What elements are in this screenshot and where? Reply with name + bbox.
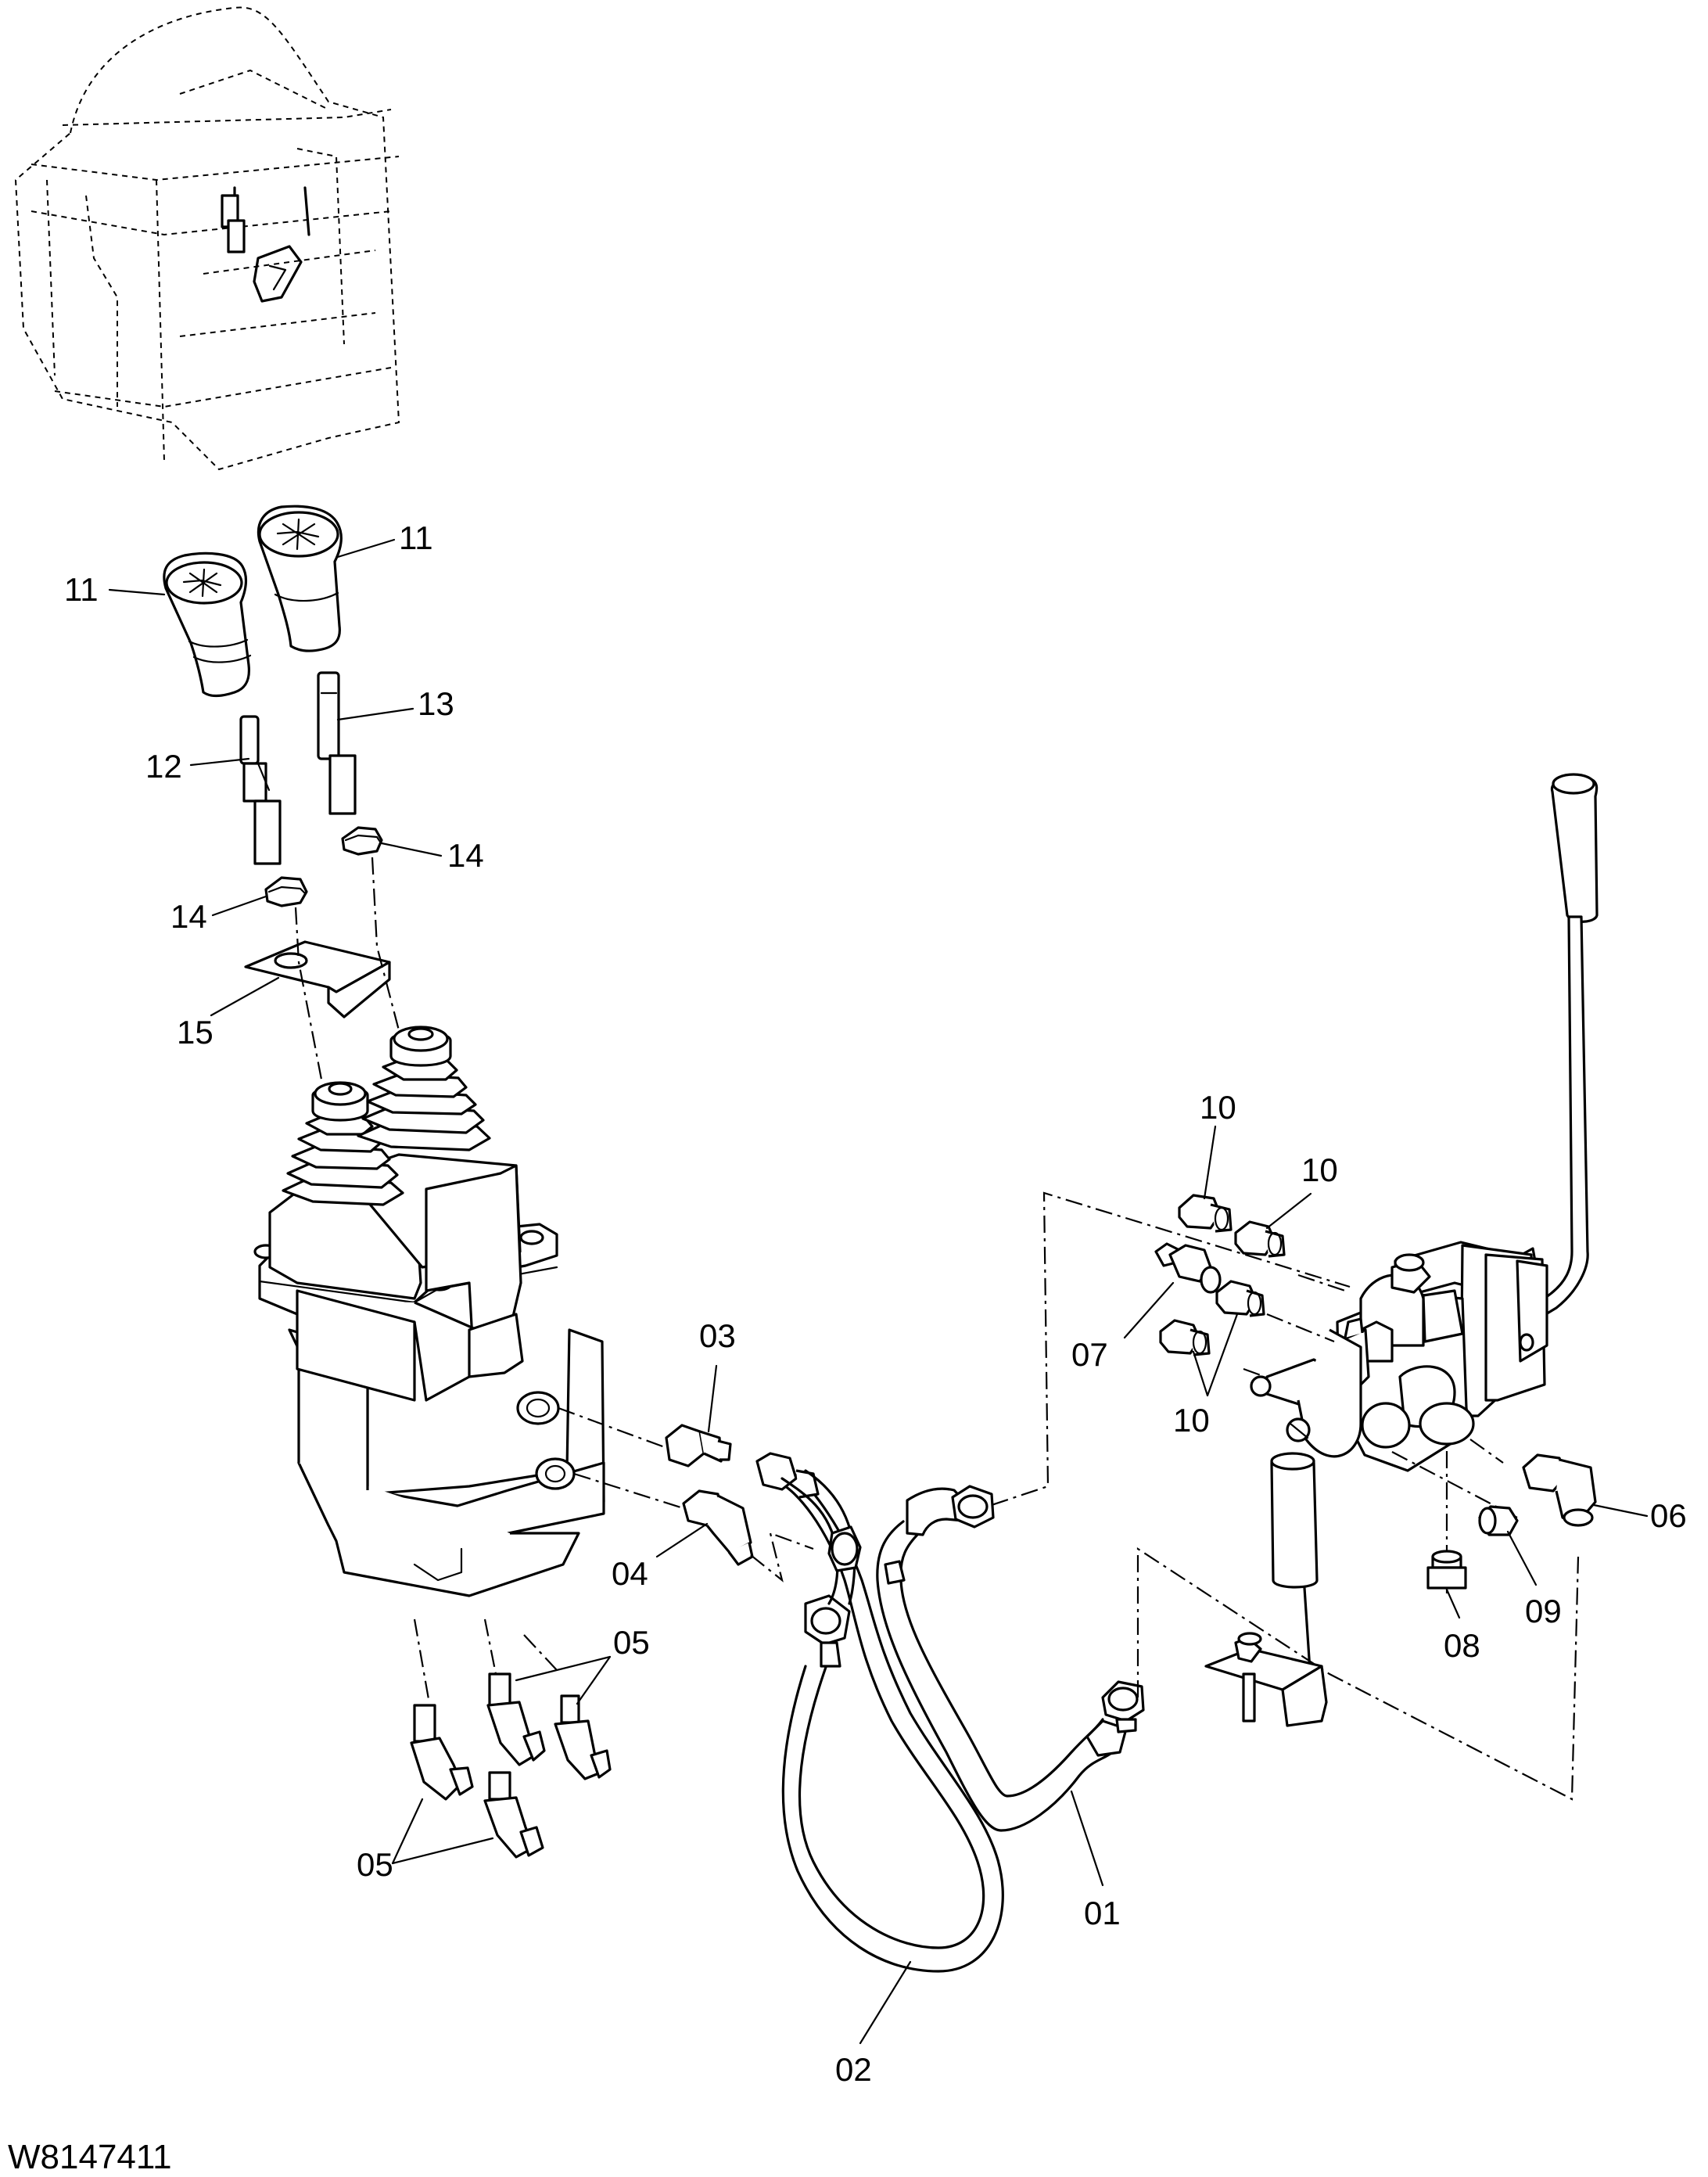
nut-14-left [264, 876, 308, 907]
port-lower [535, 1457, 576, 1490]
rod-13 [317, 671, 357, 815]
control-valve-assembly [1204, 773, 1599, 1727]
fitting-03 [665, 1424, 732, 1467]
callout-12: 12 [145, 748, 182, 785]
elbow-fitting-05-a [410, 1704, 474, 1801]
hose-01 [876, 1485, 1145, 1832]
fitting-07 [1154, 1242, 1222, 1294]
callout-02: 02 [835, 2051, 872, 2088]
plug-10-d [1159, 1319, 1211, 1356]
cab-locator-inset [14, 6, 400, 471]
plug-08 [1426, 1550, 1467, 1590]
callout-07: 07 [1071, 1336, 1108, 1373]
plug-09 [1478, 1505, 1519, 1536]
callout-10-low: 10 [1173, 1402, 1210, 1439]
callout-09: 09 [1525, 1593, 1562, 1629]
callout-05-lower: 05 [357, 1846, 393, 1883]
plug-10-b [1234, 1220, 1286, 1258]
elbow-fitting-04 [682, 1489, 754, 1566]
callout-10-top: 10 [1200, 1089, 1236, 1126]
pilot-joystick-valve [253, 1026, 605, 1597]
drawing-reference-number: W8147411 [8, 2138, 172, 2176]
callout-leaders [108, 538, 1649, 2045]
callout-10-mid: 10 [1301, 1151, 1338, 1188]
rubber-boot-right [357, 1026, 491, 1151]
assembly-center-lines [294, 857, 558, 1700]
callout-11-right: 11 [399, 519, 433, 556]
plug-10-a [1178, 1194, 1233, 1233]
callout-13: 13 [418, 685, 454, 722]
callout-05-upper: 05 [613, 1624, 650, 1661]
callout-04: 04 [612, 1555, 648, 1592]
knob-right [257, 505, 343, 652]
bracket-15 [244, 940, 391, 1018]
elbow-fitting-05-d [483, 1771, 544, 1859]
elbow-fitting-05-c [554, 1694, 612, 1780]
callout-labels: 11 11 12 13 14 14 15 03 04 05 05 06 07 0… [64, 519, 1687, 2088]
nut-14-right [341, 826, 383, 856]
control-lever [1525, 773, 1599, 1324]
plug-10-c [1215, 1280, 1265, 1317]
hose-03-assembly [780, 1469, 862, 1605]
callout-14-left: 14 [170, 898, 207, 935]
port-upper [516, 1391, 560, 1425]
callout-08: 08 [1444, 1627, 1480, 1664]
knob-left [163, 551, 252, 698]
elbow-fitting-06 [1522, 1453, 1597, 1527]
callout-11-left: 11 [64, 571, 99, 608]
callout-14-right: 14 [447, 837, 484, 874]
rod-12 [239, 715, 282, 865]
callout-03: 03 [699, 1317, 736, 1354]
hose-02 [755, 1452, 1004, 1973]
cab-controls-highlight [221, 186, 310, 303]
callout-06: 06 [1650, 1497, 1687, 1534]
valve-cylinder [1270, 1452, 1319, 1683]
callout-01: 01 [1084, 1895, 1121, 1931]
callout-15: 15 [177, 1014, 214, 1051]
elbow-fitting-05-b [486, 1672, 546, 1766]
mounting-plate [1204, 1632, 1328, 1727]
